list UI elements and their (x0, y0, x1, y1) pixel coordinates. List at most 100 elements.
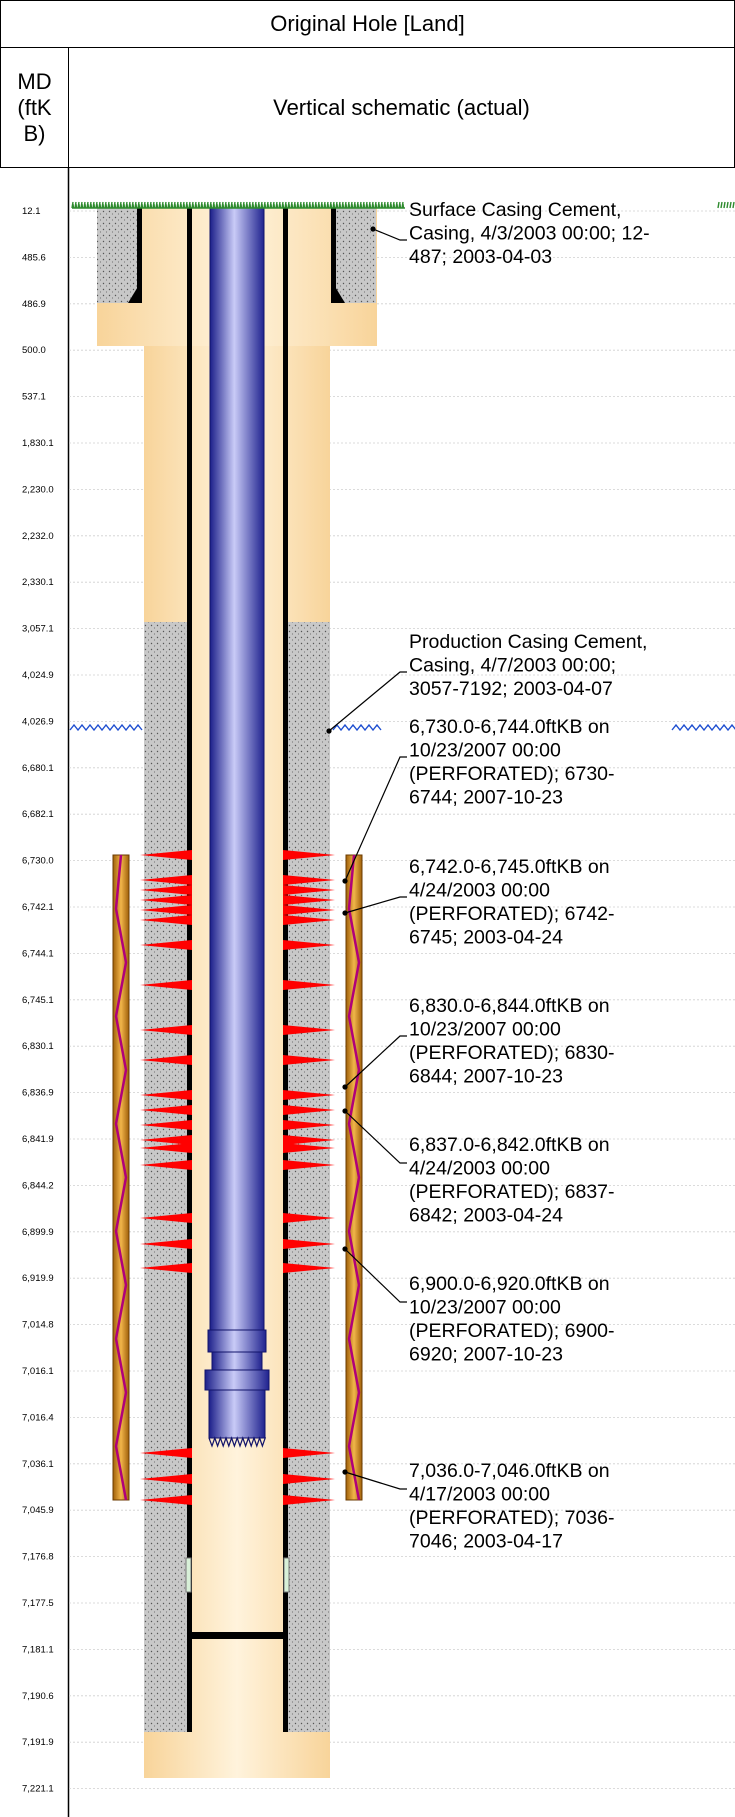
depth-tick-label: 7,016.1 (22, 1366, 54, 1377)
annotation-line: 6744; 2007-10-23 (409, 787, 563, 809)
annotation-line: 4/24/2003 00:00 (409, 880, 550, 902)
perforation-right (283, 1239, 335, 1249)
annotation-leader (344, 756, 407, 882)
annotation-anchor (342, 878, 348, 884)
annotation-leader (372, 228, 407, 241)
depth-tick-label: 7,014.8 (22, 1320, 54, 1331)
annotation-line: 6842; 2003-04-24 (409, 1205, 563, 1227)
tubing-string (209, 207, 265, 1337)
annotation-line: Surface Casing Cement, (409, 199, 621, 221)
perforation-right (283, 915, 335, 925)
annotation-anchor (342, 910, 348, 916)
annotation-leader (344, 1035, 407, 1088)
perforation-left (140, 1160, 192, 1170)
depth-tick-label: 7,190.6 (22, 1691, 54, 1702)
ground-surface-right (717, 201, 735, 209)
perforation-right (283, 1263, 335, 1273)
depth-tick-label: 2,330.1 (22, 577, 54, 588)
perforation-left (140, 1135, 192, 1145)
annotation-anchor (342, 1246, 348, 1252)
depth-tick-label: 7,191.9 (22, 1737, 54, 1748)
production-casing-left (187, 208, 192, 1732)
annotation-anchor (342, 1469, 348, 1475)
perforation-right (283, 1090, 335, 1100)
perforation-right (283, 1474, 335, 1484)
annotation-line: Casing, 4/3/2003 00:00; 12- (409, 223, 650, 245)
depth-tick-label: 6,730.0 (22, 856, 54, 867)
annotation-anchor (326, 728, 332, 734)
surface-cement-left (97, 208, 142, 303)
annotation-anchor (342, 1084, 348, 1090)
depth-tick-label: 6,919.9 (22, 1273, 54, 1284)
depth-tick-label: 1,830.1 (22, 438, 54, 449)
annotation-line: (PERFORATED); 6900- (409, 1320, 615, 1342)
annotation-leader (328, 671, 407, 732)
annotation-perf-6837-6842: 6,837.0-6,842.0ftKB on4/24/2003 00:00(PE… (342, 1108, 615, 1227)
perforation-left (140, 1239, 192, 1249)
water-level-left (69, 723, 143, 732)
perforation-left (140, 915, 192, 925)
tubing-collar (207, 1329, 267, 1353)
depth-tick-label: 6,682.1 (22, 809, 54, 820)
depth-tick-label: 4,024.9 (22, 670, 54, 681)
perforation-right (283, 1448, 335, 1458)
water-level-right (332, 723, 382, 732)
annotation-line: (PERFORATED); 6742- (409, 903, 615, 925)
surface-shoe-right (331, 280, 345, 303)
depth-tick-label: 6,680.1 (22, 763, 54, 774)
annotation-perf-7036-7046: 7,036.0-7,046.0ftKB on4/17/2003 00:00(PE… (342, 1460, 615, 1553)
annotation-line: 6,837.0-6,842.0ftKB on (409, 1134, 610, 1156)
perforation-left (140, 850, 192, 860)
ground-surface (71, 201, 405, 209)
perforation-right (283, 1135, 335, 1145)
depth-tick-label: 7,177.5 (22, 1598, 54, 1609)
perforation-right (283, 940, 335, 950)
annotation-line: 6920; 2007-10-23 (409, 1344, 563, 1366)
depth-tick-label: 7,045.9 (22, 1505, 54, 1516)
annotation-line: 6,730.0-6,744.0ftKB on (409, 716, 610, 738)
annotation-line: 6,742.0-6,745.0ftKB on (409, 856, 610, 878)
tubing-sub (204, 1369, 270, 1391)
depth-tick-label: 6,899.9 (22, 1227, 54, 1238)
annotation-line: Casing, 4/7/2003 00:00; (409, 655, 616, 677)
perforation-left (140, 1105, 192, 1115)
depth-tick-label: 486.9 (22, 299, 46, 310)
bridge-plug (192, 1632, 283, 1639)
production-cement-left (144, 622, 188, 1732)
perforation-left (140, 1143, 192, 1153)
annotation-perf-6742-6745: 6,742.0-6,745.0ftKB on4/24/2003 00:00(PE… (342, 856, 615, 949)
depth-tick-label: 6,841.9 (22, 1134, 54, 1145)
depth-tick-label: 6,744.1 (22, 948, 54, 959)
annotation-leader (344, 1110, 407, 1164)
annotation-line: 4/17/2003 00:00 (409, 1484, 550, 1506)
production-casing-right (283, 208, 288, 1732)
depth-tick-label: 7,176.8 (22, 1552, 54, 1563)
perforation-right (283, 1105, 335, 1115)
annotation-line: 10/23/2007 00:00 (409, 1019, 561, 1041)
annotation-line: 4/24/2003 00:00 (409, 1158, 550, 1180)
surface-cement-right (331, 208, 376, 303)
depth-tick-label: 2,232.0 (22, 531, 54, 542)
annotation-production-casing-cement: Production Casing Cement,Casing, 4/7/200… (326, 631, 647, 734)
perforation-right (283, 1120, 335, 1130)
depth-tick-label: 7,036.1 (22, 1459, 54, 1470)
perforation-left (140, 905, 192, 915)
perforation-right (283, 895, 335, 905)
annotation-line: 3057-7192; 2003-04-07 (409, 678, 613, 700)
annotation-line: 6745; 2003-04-24 (409, 927, 563, 949)
perforation-left (140, 980, 192, 990)
perforation-right (283, 1160, 335, 1170)
surface-casing-right (331, 208, 336, 303)
perforation-left (140, 1474, 192, 1484)
annotation-line: Production Casing Cement, (409, 631, 647, 653)
perforation-right (283, 875, 335, 885)
water-level-far (671, 723, 735, 732)
annotation-line: 6844; 2007-10-23 (409, 1066, 563, 1088)
annotation-anchor (370, 226, 376, 232)
mule-shoe-teeth (208, 1436, 267, 1448)
perforation-left (140, 1448, 192, 1458)
perforation-left (140, 1495, 192, 1505)
depth-tick-label: 6,742.1 (22, 902, 54, 913)
casing-marker-right (283, 1557, 290, 1593)
